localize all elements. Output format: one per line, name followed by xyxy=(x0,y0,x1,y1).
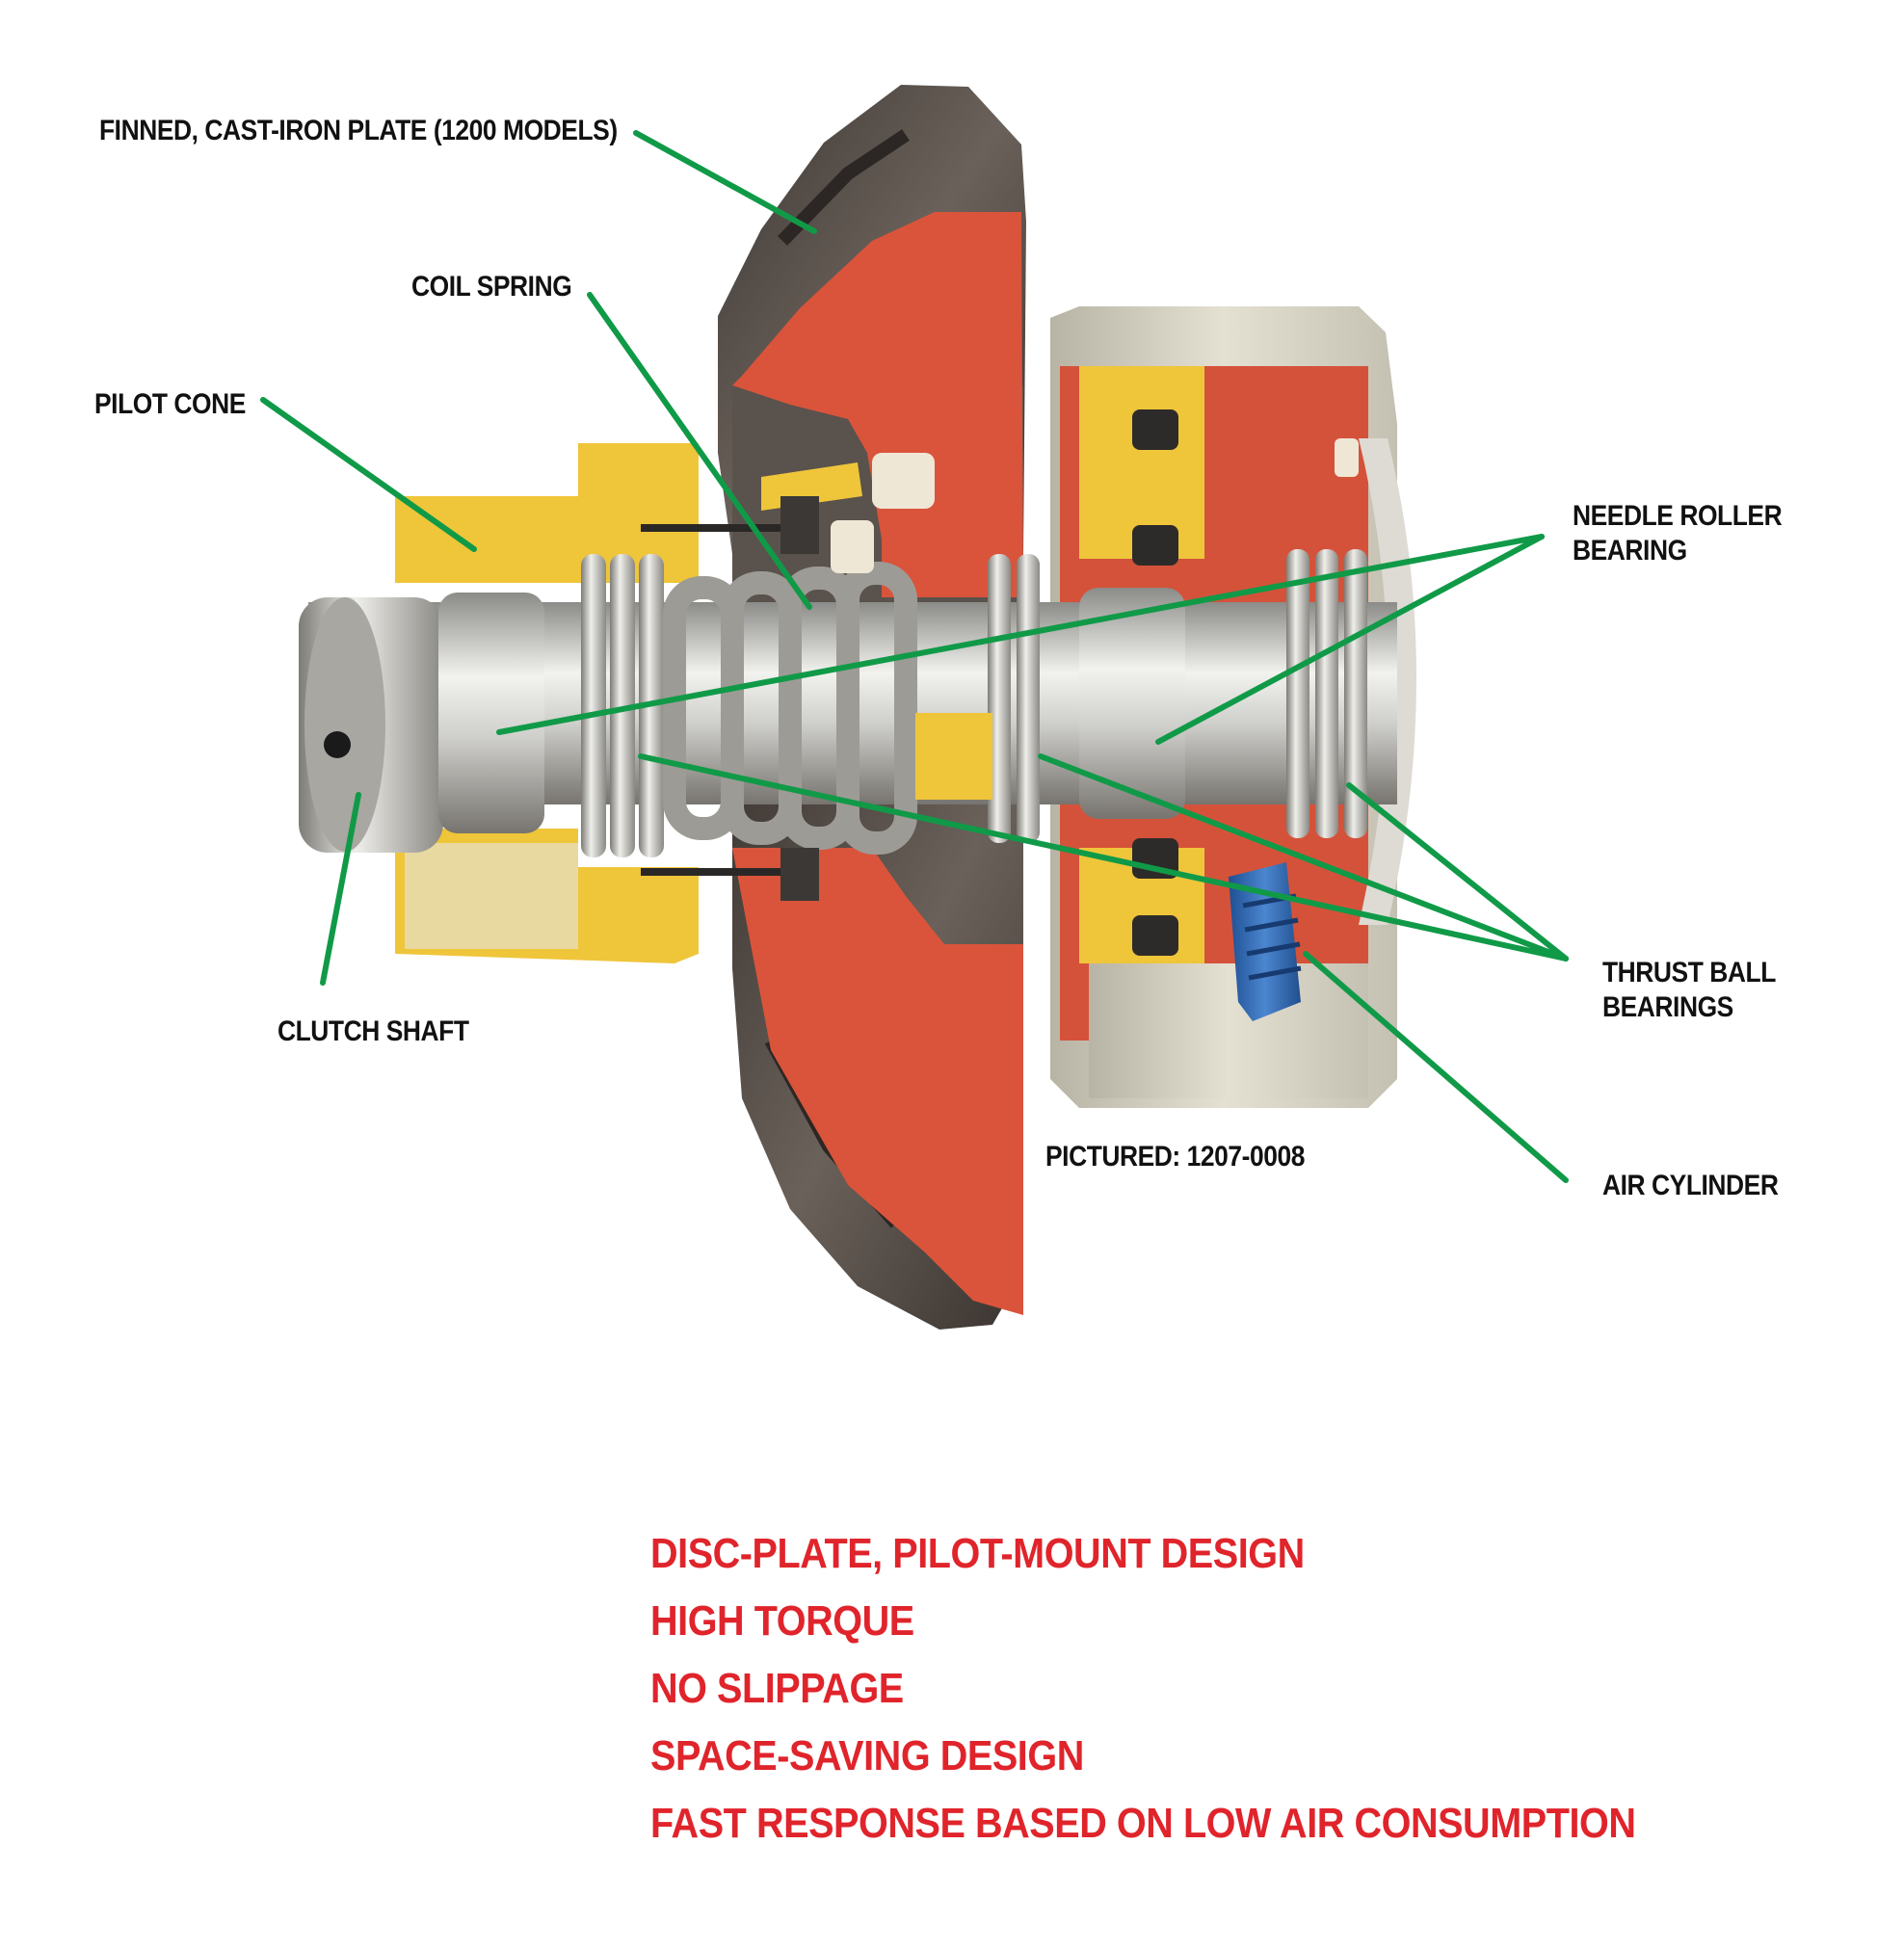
air-fitting xyxy=(1229,862,1302,1021)
screw-head-bottom xyxy=(780,848,819,901)
thrust-ball-bearing-middle xyxy=(988,554,1040,843)
leader-thrust-1 xyxy=(638,753,1569,962)
needle-roller-bearing-left xyxy=(438,593,544,833)
leader-coil-spring xyxy=(587,292,812,610)
set-screws xyxy=(641,524,790,876)
coil-spring-shape xyxy=(663,562,917,855)
label-needle-roller-line1: NEEDLE ROLLER xyxy=(1573,500,1783,532)
label-clutch-shaft: CLUTCH SHAFT xyxy=(278,1015,469,1047)
label-needle-roller-bearing: NEEDLE ROLLER BEARING xyxy=(1573,499,1783,568)
label-thrust-ball-bearings: THRUST BALL BEARINGS xyxy=(1602,956,1776,1025)
feature-item: HIGH TORQUE xyxy=(650,1597,914,1645)
clutch-shaft-end xyxy=(299,597,443,853)
leader-needle-left xyxy=(496,534,1545,735)
leader-lines xyxy=(260,130,1569,1183)
label-finned-cast-iron-plate: FINNED, CAST-IRON PLATE (1200 MODELS) xyxy=(99,115,618,146)
leader-air-cylinder xyxy=(1303,951,1569,1183)
label-thrust-ball-line2: BEARINGS xyxy=(1602,991,1733,1023)
spacer xyxy=(915,713,992,800)
label-needle-roller-line2: BEARING xyxy=(1573,535,1687,567)
leader-clutch-shaft xyxy=(320,792,361,986)
label-pilot-cone: PILOT CONE xyxy=(94,388,246,420)
label-air-cylinder: AIR CYLINDER xyxy=(1602,1170,1779,1201)
leader-finned-plate xyxy=(633,130,817,234)
leader-needle-right xyxy=(1155,534,1545,745)
leader-pilot-cone xyxy=(260,397,477,552)
feature-item: DISC-PLATE, PILOT-MOUNT DESIGN xyxy=(650,1530,1305,1577)
needle-roller-bearing-right xyxy=(1079,588,1185,819)
thrust-ball-bearing-right xyxy=(1286,549,1367,838)
feature-item: NO SLIPPAGE xyxy=(650,1665,904,1712)
feature-item: SPACE-SAVING DESIGN xyxy=(650,1732,1084,1779)
feature-item: FAST RESPONSE BASED ON LOW AIR CONSUMPTI… xyxy=(650,1800,1636,1847)
label-coil-spring: COIL SPRING xyxy=(411,271,572,303)
label-pictured-model: PICTURED: 1207-0008 xyxy=(1045,1141,1305,1173)
leader-thrust-2 xyxy=(1038,753,1569,962)
label-thrust-ball-line1: THRUST BALL xyxy=(1602,957,1776,988)
friction-pads xyxy=(831,438,1359,573)
leader-thrust-3 xyxy=(1346,782,1569,962)
screw-head-top xyxy=(780,496,819,554)
